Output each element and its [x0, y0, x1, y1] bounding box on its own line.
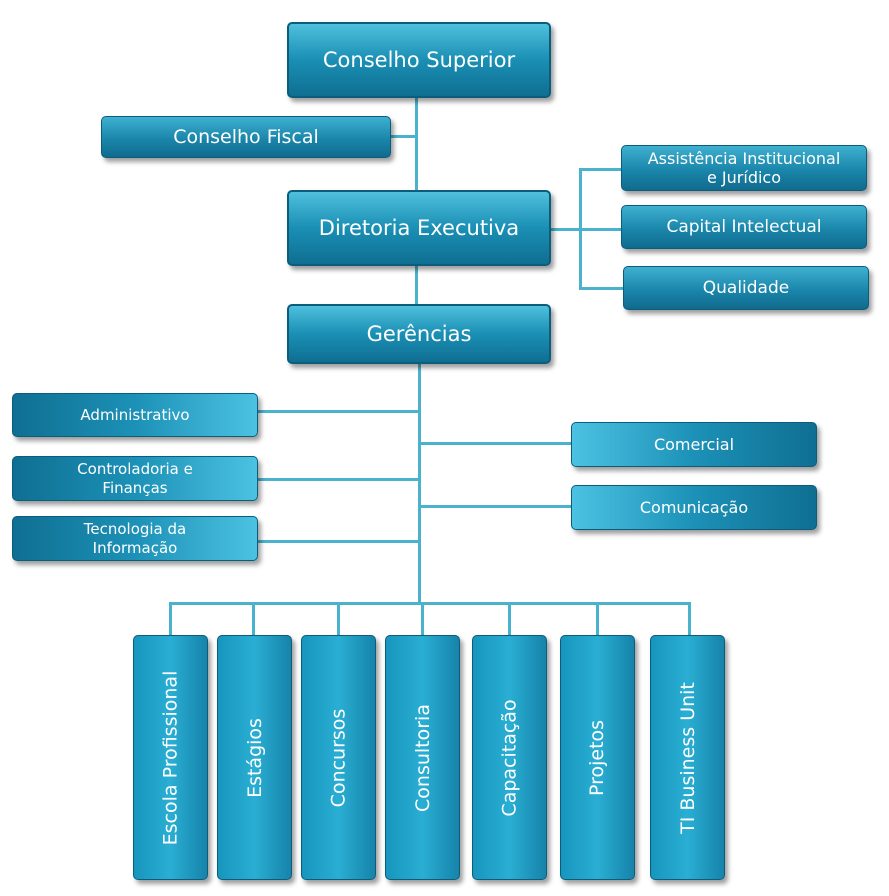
node-label: Gerências [366, 322, 472, 346]
connector-line [551, 228, 581, 231]
connector-line [337, 602, 340, 636]
node-diretoria-executiva: Diretoria Executiva [287, 190, 551, 266]
connector-line [418, 363, 421, 605]
node-projetos: Projetos [560, 635, 635, 880]
node-label: Administrativo [80, 405, 190, 424]
node-label: Comunicação [639, 498, 749, 517]
node-comunicacao: Comunicação [571, 485, 817, 530]
connector-line [688, 602, 691, 636]
node-label-line2: Informação [92, 538, 178, 557]
node-label: Consultoria [411, 703, 434, 812]
connector-line [579, 228, 621, 231]
node-label-line2: e Jurídico [707, 168, 781, 187]
node-label: Projetos [586, 719, 609, 796]
node-label: TI Business Unit [676, 681, 699, 834]
node-controladoria-financas: Controladoria e Finanças [12, 456, 258, 501]
connector-line [169, 602, 691, 605]
node-label: Conselho Superior [322, 48, 516, 72]
connector-line [169, 602, 172, 636]
connector-line [579, 168, 621, 171]
node-label-line1: Tecnologia da [83, 519, 187, 538]
node-label-line1: Assistência Institucional [647, 149, 841, 168]
connector-line [258, 410, 420, 413]
node-estagios: Estágios [217, 635, 292, 880]
connector-line [418, 442, 571, 445]
connector-line [258, 478, 420, 481]
node-consultoria: Consultoria [385, 635, 460, 880]
node-tecnologia-informacao: Tecnologia da Informação [12, 516, 258, 561]
node-label: Escola Profissional [159, 670, 182, 845]
node-label-line2: Finanças [102, 478, 168, 497]
connector-line [579, 287, 623, 290]
connector-line [258, 540, 420, 543]
node-label: Capacitação [498, 698, 521, 817]
node-label: Qualidade [702, 278, 790, 298]
connector-line [508, 602, 511, 636]
node-label: Estágios [243, 717, 266, 798]
node-conselho-superior: Conselho Superior [287, 22, 551, 98]
connector-line [415, 265, 418, 307]
connector-line [418, 505, 571, 508]
node-label-line1: Controladoria e [77, 459, 193, 478]
node-administrativo: Administrativo [12, 393, 258, 437]
node-label: Conselho Fiscal [173, 126, 319, 148]
node-assistencia-institucional: Assistência Institucional e Jurídico [621, 145, 867, 191]
node-escola-profissional: Escola Profissional [133, 635, 208, 880]
node-label: Diretoria Executiva [318, 216, 520, 240]
node-comercial: Comercial [571, 422, 817, 467]
node-concursos: Concursos [301, 635, 376, 880]
node-conselho-fiscal: Conselho Fiscal [101, 116, 391, 158]
connector-line [421, 602, 424, 636]
node-label: Comercial [653, 435, 735, 454]
node-capacitacao: Capacitação [472, 635, 547, 880]
connector-line [390, 135, 417, 138]
node-qualidade: Qualidade [623, 266, 869, 310]
node-label: Concursos [327, 708, 350, 807]
connector-line [415, 98, 418, 193]
node-ti-business-unit: TI Business Unit [650, 635, 725, 880]
connector-line [596, 602, 599, 636]
node-gerencias: Gerências [287, 304, 551, 364]
node-label: Capital Intelectual [666, 217, 822, 237]
node-capital-intelectual: Capital Intelectual [621, 205, 867, 249]
connector-line [252, 602, 255, 636]
